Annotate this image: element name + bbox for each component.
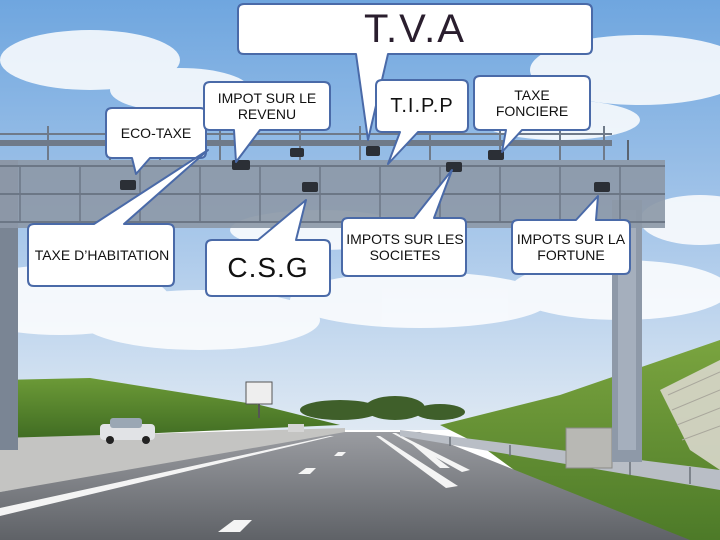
bubble-taxe-habitation <box>27 149 209 287</box>
bubble-taxe-fonciere <box>473 75 591 153</box>
gantry-top-rail <box>0 140 612 146</box>
tree-line <box>300 396 465 420</box>
right-guardrail <box>400 430 720 490</box>
gantry-post-left <box>0 160 18 450</box>
distance-sign <box>245 381 273 405</box>
left-grass <box>0 378 340 440</box>
bubble-impot-revenu <box>203 81 331 163</box>
bubble-tipp <box>375 79 469 165</box>
bubble-csg <box>205 199 331 297</box>
left-barrier <box>0 428 345 492</box>
road <box>0 432 690 540</box>
roadside-cabinet <box>565 427 613 469</box>
car <box>100 418 155 444</box>
speech-bubbles <box>27 3 631 297</box>
lane-markings <box>0 433 470 532</box>
cameras <box>120 146 610 192</box>
bubble-impots-fortune <box>511 195 631 275</box>
bubble-impots-societes <box>341 169 467 277</box>
stone-steps <box>660 360 720 470</box>
